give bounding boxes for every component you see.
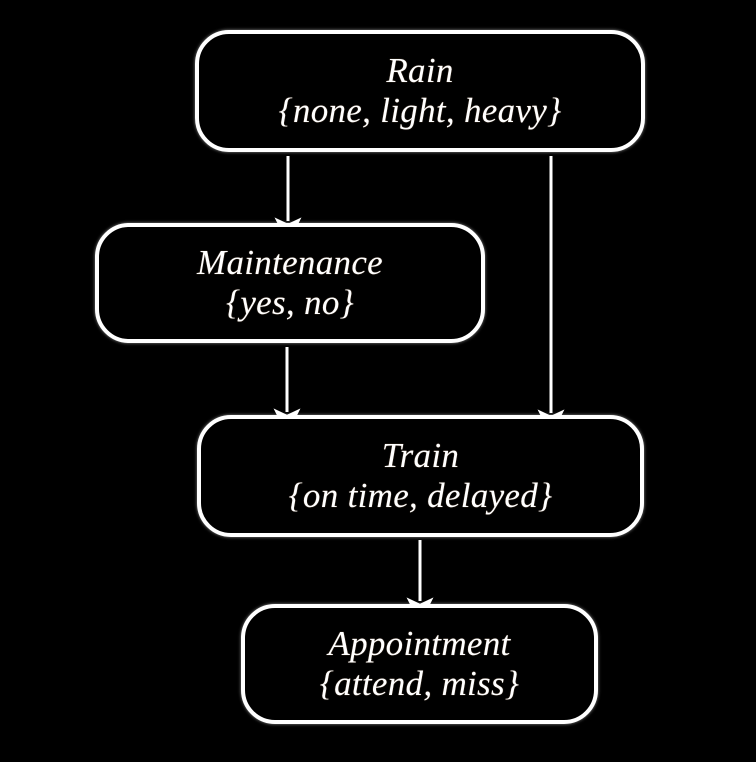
node-appointment-label: Appointment	[328, 623, 511, 663]
node-rain-values: {none, light, heavy}	[278, 91, 562, 131]
node-maintenance-values: {yes, no}	[226, 283, 354, 323]
node-rain[interactable]: Rain {none, light, heavy}	[195, 30, 645, 152]
node-maintenance-label: Maintenance	[196, 242, 383, 282]
node-appointment-values: {attend, miss}	[319, 664, 520, 704]
node-rain-label: Rain	[386, 50, 454, 90]
node-train-values: {on time, delayed}	[288, 476, 553, 516]
node-appointment[interactable]: Appointment {attend, miss}	[241, 604, 598, 724]
node-train-label: Train	[381, 435, 460, 475]
node-maintenance[interactable]: Maintenance {yes, no}	[95, 223, 485, 343]
node-train[interactable]: Train {on time, delayed}	[197, 415, 644, 537]
